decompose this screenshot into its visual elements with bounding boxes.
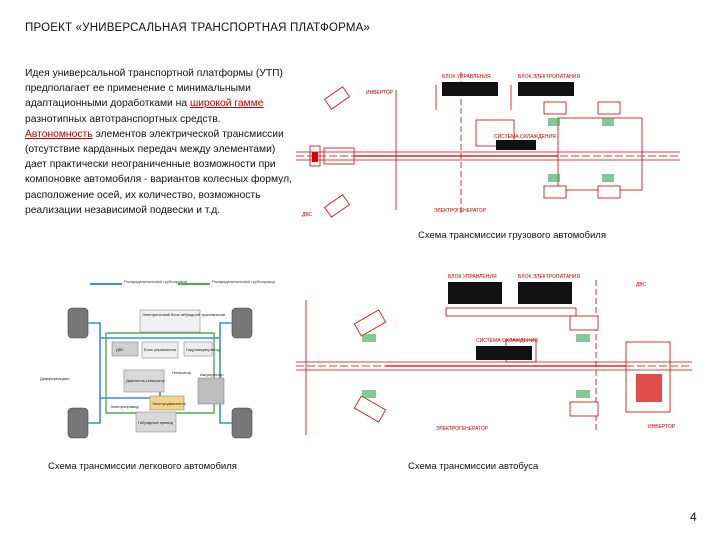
- front-right-wheel: [231, 307, 253, 339]
- bus-label-control: БЛОК УПРАВЛЕНИЯ: [448, 274, 497, 280]
- car-label-control: Блок управления: [144, 347, 176, 352]
- front-left-wheel: [67, 307, 89, 339]
- paragraph2-highlight: Автономность: [25, 128, 93, 140]
- control-block: [141, 341, 179, 359]
- bus-label-engine: ДВС: [636, 282, 647, 288]
- car-diagram-caption: Схема трансмиссии легкового автомобиля: [48, 461, 237, 472]
- car-label-differential: Дифференциал: [40, 376, 70, 381]
- paragraph1-text-end: разнотипных автотранспортных средств.: [25, 113, 221, 125]
- car-label-hydro: Гидроаккумулятор: [186, 347, 221, 352]
- truck-diagram-caption: Схема трансмиссии грузового автомобиля: [418, 230, 606, 241]
- electric-drive-block: [149, 395, 185, 411]
- bus-diagram-caption: Схема трансмиссии автобуса: [408, 461, 539, 472]
- legend-blue-label: Распределительный трубопровод: [124, 279, 187, 284]
- hydro-accumulator-block: [183, 341, 213, 357]
- generator-block: [123, 369, 165, 393]
- truck-label-control: БЛОК УПРАВЛЕНИЯ: [442, 74, 491, 80]
- paragraph1-highlight: широкой гамме: [189, 98, 264, 110]
- car-label-generator: Генератор: [172, 370, 192, 375]
- bus-transmission-diagram: БЛОК УПРАВЛЕНИЯ БЛОК ЭЛЕКТРОПИТАНИЯ ДВС …: [296, 274, 692, 435]
- battery-block: [197, 377, 225, 405]
- page-number: 4: [690, 510, 697, 524]
- description-text: Идея универсальной транспортной платформ…: [25, 66, 295, 218]
- truck-label-engine: ДВС: [302, 212, 313, 218]
- car-label-hybrid: Электрический блок гибридной трансмиссии: [142, 312, 225, 317]
- legend-green-label: Распределительный трубопровод: [212, 279, 275, 284]
- car-label-electric-drive: Электропривод: [110, 404, 139, 409]
- bus-label-power: БЛОК ЭЛЕКТРОПИТАНИЯ: [518, 274, 580, 280]
- truck-label-power: БЛОК ЭЛЕКТРОПИТАНИЯ: [518, 74, 580, 80]
- paragraph2-text: элементов электрической трансмиссии (отс…: [25, 128, 292, 216]
- car-transmission-diagram: Распределительный трубопровод Распредели…: [40, 279, 275, 439]
- bus-label-inverter: ИНВЕРТОР: [648, 424, 676, 430]
- car-label-engine: ДВС: [116, 347, 124, 352]
- paragraph1-text: Идея универсальной транспортной платформ…: [25, 68, 283, 110]
- rear-right-wheel: [231, 407, 253, 439]
- car-label-electric-motor: Электродвигатель: [152, 401, 186, 406]
- page-title: ПРОЕКТ «УНИВЕРСАЛЬНАЯ ТРАНСПОРТНАЯ ПЛАТФ…: [25, 22, 371, 34]
- engine-block: [111, 341, 139, 357]
- truck-label-generator: ЭЛЕКТРОГЕНЕРАТОР: [434, 208, 487, 214]
- truck-transmission-diagram: БЛОК УПРАВЛЕНИЯ БЛОК ЭЛЕКТРОПИТАНИЯ ИНВЕ…: [296, 72, 680, 218]
- car-label-battery: Аккумулятор: [200, 372, 224, 377]
- hybrid-block: [139, 309, 201, 333]
- truck-label-inverter: ИНВЕРТОР: [366, 90, 394, 96]
- car-label-motor-generator: Двигатель-генератор: [126, 378, 166, 383]
- car-label-hybrid-drive: Гибридный привод: [138, 420, 174, 425]
- truck-label-cooling: СИСТЕМА ОХЛАЖДЕНИЯ: [494, 134, 556, 140]
- bus-label-cooling: СИСТЕМА ОХЛАЖДЕНИЯ: [476, 338, 538, 344]
- hybrid-drive-block: [135, 411, 177, 433]
- rear-left-wheel: [67, 407, 89, 439]
- bus-label-generator: ЭЛЕКТРОГЕНЕРАТОР: [436, 426, 489, 432]
